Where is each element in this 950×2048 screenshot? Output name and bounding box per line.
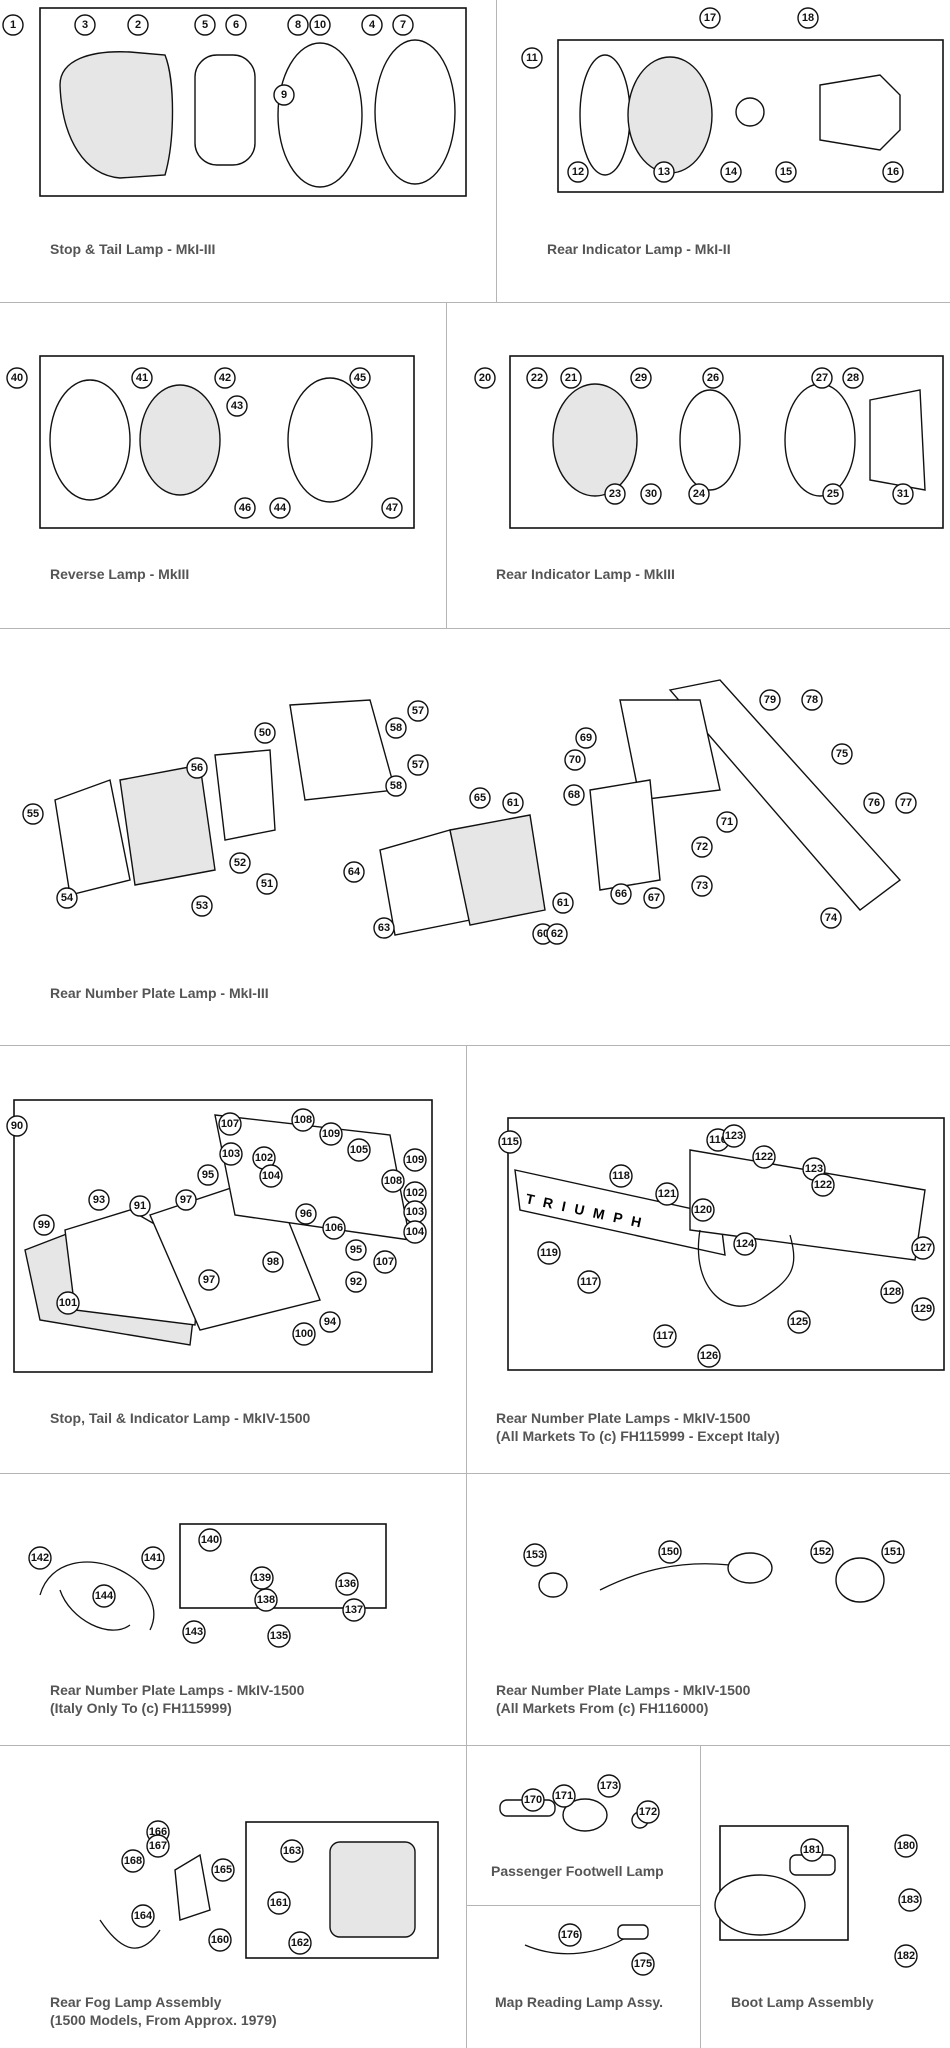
divider bbox=[446, 302, 447, 628]
caption-boot-lamp-assembly: Boot Lamp Assembly bbox=[731, 1994, 874, 2010]
caption-passenger-footwell-lamp: Passenger Footwell Lamp bbox=[491, 1863, 664, 1879]
caption-reverse-lamp-mk3: Reverse Lamp - MkIII bbox=[50, 566, 190, 582]
divider bbox=[0, 1745, 950, 1746]
caption-rear-indicator-lamp-mk3: Rear Indicator Lamp - MkIII bbox=[496, 566, 675, 582]
divider bbox=[0, 1473, 950, 1474]
panel-rear-number-plate-lamp-mk1-3[interactable] bbox=[0, 629, 950, 1045]
panel-passenger-footwell-lamp[interactable] bbox=[467, 1746, 700, 1905]
caption-rear-fog-lamp-assembly: Rear Fog Lamp Assembly(1500 Models, From… bbox=[50, 1994, 277, 2028]
divider bbox=[0, 302, 950, 303]
caption-rear-indicator-lamp-mk1-2: Rear Indicator Lamp - MkI-II bbox=[547, 241, 731, 257]
divider bbox=[0, 1045, 950, 1046]
caption-number-plate-lamps-mk4-all-markets-to: Rear Number Plate Lamps - MkIV-1500(All … bbox=[496, 1410, 780, 1444]
caption-map-reading-lamp: Map Reading Lamp Assy. bbox=[495, 1994, 664, 2010]
panel-map-reading-lamp[interactable] bbox=[467, 1906, 700, 2048]
caption-number-plate-lamps-mk4-all-markets-from: Rear Number Plate Lamps - MkIV-1500(All … bbox=[496, 1682, 751, 1716]
divider bbox=[700, 1745, 701, 2048]
caption-rear-number-plate-lamp-mk1-3: Rear Number Plate Lamp - MkI-III bbox=[50, 985, 269, 1001]
divider bbox=[0, 628, 950, 629]
caption-number-plate-lamps-mk4-italy: Rear Number Plate Lamps - MkIV-1500(Ital… bbox=[50, 1682, 305, 1716]
divider bbox=[466, 1045, 467, 2048]
divider bbox=[466, 1905, 700, 1906]
caption-stop-tail-lamp-mk1-3: Stop & Tail Lamp - MkI-III bbox=[50, 241, 216, 257]
caption-stop-tail-indicator-lamp-mk4: Stop, Tail & Indicator Lamp - MkIV-1500 bbox=[50, 1410, 311, 1426]
divider bbox=[496, 0, 497, 302]
